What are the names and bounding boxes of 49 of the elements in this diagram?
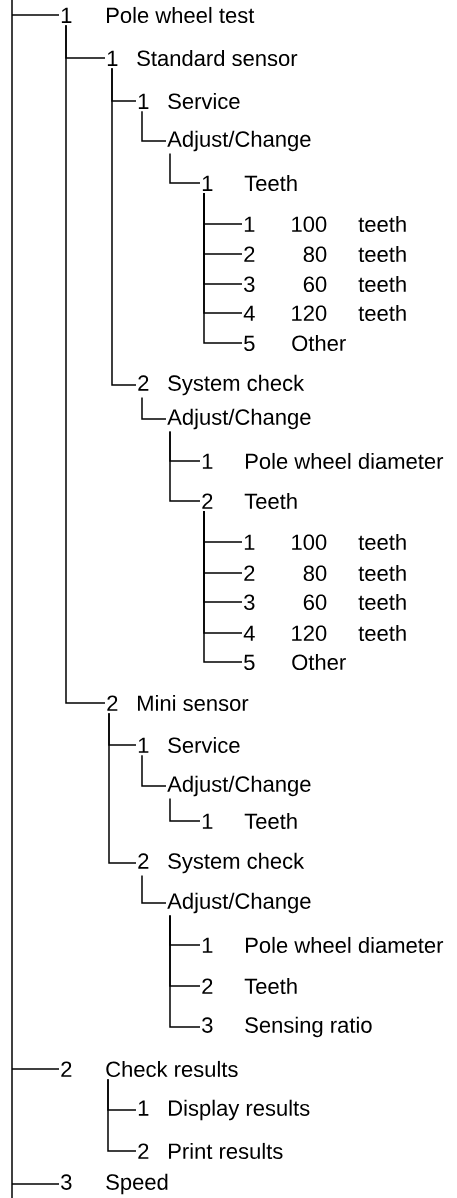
menu-item: 1 Teeth xyxy=(202,174,297,192)
menu-item: 2 Mini sensor xyxy=(107,694,249,712)
menu-item: 1 Service xyxy=(138,736,240,754)
tree-connector xyxy=(11,14,60,16)
tree-connector xyxy=(108,712,137,864)
menu-item: 2 Print results xyxy=(138,1142,283,1160)
menu-item: 3 60 teeth xyxy=(244,275,406,293)
tree-connector xyxy=(107,1078,137,1152)
menu-item: 2 Teeth xyxy=(202,977,297,995)
menu-item: 2 Check results xyxy=(61,1060,238,1078)
menu-item: Adjust/Change xyxy=(167,130,311,152)
menu-item: 2 System check xyxy=(138,374,305,396)
tree-connector xyxy=(169,797,201,822)
menu-item: 2 System check xyxy=(138,852,305,874)
tree-connector xyxy=(141,396,167,420)
menu-item: 1 Teeth xyxy=(202,812,297,830)
menu-item: 1 Pole wheel diameter xyxy=(202,452,444,470)
tree-connector xyxy=(169,430,201,502)
tree-connector xyxy=(169,914,201,1028)
tree-connector xyxy=(169,152,201,184)
menu-item: 5 Other xyxy=(244,334,346,352)
menu-item: 1 Pole wheel test xyxy=(61,6,255,24)
tree-connector xyxy=(111,67,137,386)
menu-item: 5 Other xyxy=(244,653,346,671)
menu-item: 1 Standard sensor xyxy=(107,49,298,67)
tree-connector xyxy=(11,1183,60,1185)
tree-connector xyxy=(141,110,167,142)
menu-item: 2 Teeth xyxy=(202,492,297,510)
menu-item: 4 120 teeth xyxy=(243,624,406,642)
menu-item: 1 Service xyxy=(138,92,240,110)
menu-item: Adjust/Change xyxy=(167,775,311,797)
menu-item: 3 Sensing ratio xyxy=(202,1016,372,1038)
tree-connector xyxy=(141,874,167,904)
menu-item: 2 80 teeth xyxy=(244,245,406,263)
menu-item: 1 Pole wheel diameter xyxy=(202,936,444,954)
tree-connector xyxy=(11,1068,60,1070)
menu-item: 3 Speed xyxy=(61,1173,168,1195)
menu-item: 1 100 teeth xyxy=(244,215,406,233)
tree-connector xyxy=(141,754,167,787)
menu-item: 2 80 teeth xyxy=(244,564,406,582)
menu-item: 3 60 teeth xyxy=(244,593,406,611)
menu-item: 4 120 teeth xyxy=(243,304,406,322)
menu-item: Adjust/Change xyxy=(167,892,311,914)
menu-item: 1 100 teeth xyxy=(244,533,406,551)
menu-item: Adjust/Change xyxy=(167,408,311,430)
tree-connector xyxy=(203,510,243,663)
menu-item: 1 Display results xyxy=(138,1099,310,1121)
tree-connector xyxy=(203,192,243,344)
tree-connector xyxy=(65,24,106,704)
